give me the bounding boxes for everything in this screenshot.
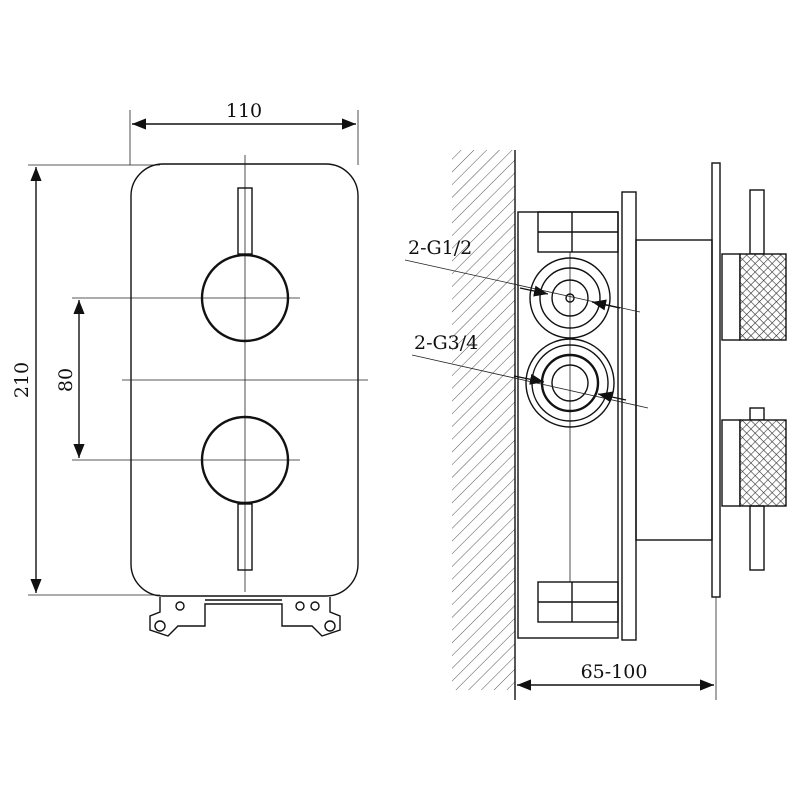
valve-body — [517, 191, 713, 641]
upper-handle — [200, 253, 290, 343]
depth-label: 65-100 — [581, 661, 648, 683]
height-label: 210 — [11, 362, 33, 398]
lower-knob — [721, 407, 787, 571]
width-label: 110 — [226, 100, 262, 122]
inlet-small-label: 2-G1/2 — [408, 237, 472, 259]
side-view: 2-G1/2 2-G3/4 65-100 — [404, 150, 787, 700]
wall-hatch — [452, 150, 515, 690]
lower-handle — [200, 415, 290, 505]
side-plate — [711, 162, 721, 598]
mounting-bracket — [149, 597, 341, 637]
front-view: 110 210 80 — [11, 100, 368, 637]
inlet-large-label: 2-G3/4 — [414, 332, 478, 354]
spacing-label: 80 — [55, 368, 77, 392]
upper-knob — [721, 189, 787, 341]
